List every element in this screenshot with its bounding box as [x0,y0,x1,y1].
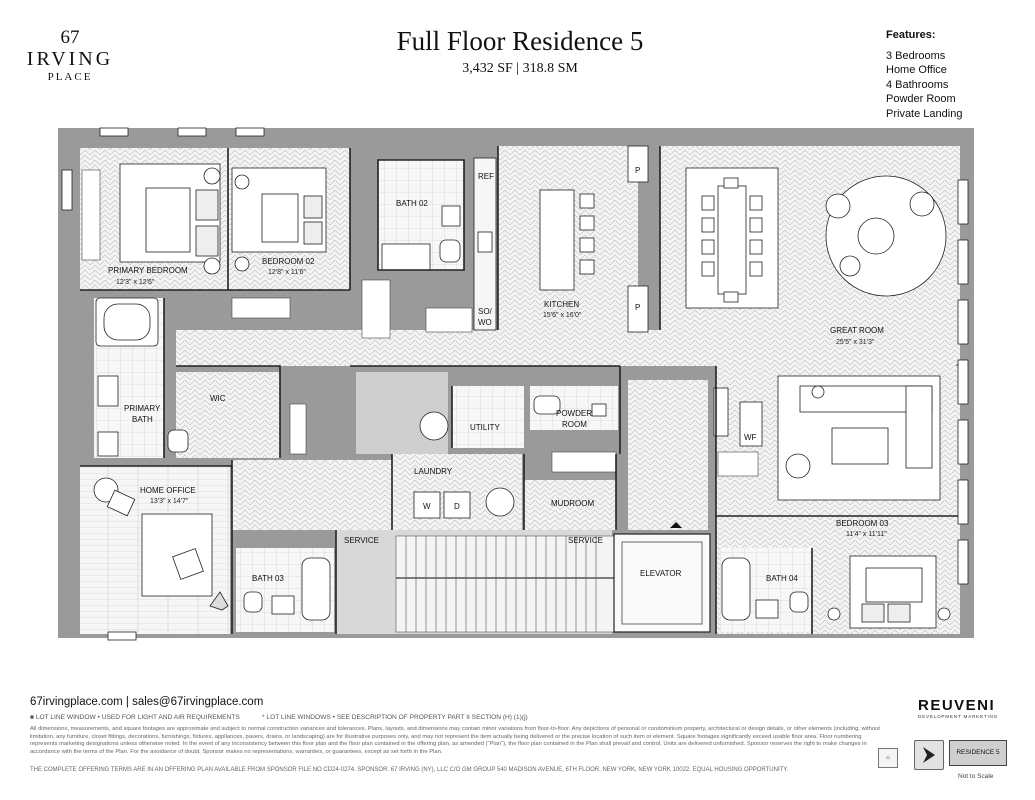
label-kitchen: KITCHEN [544,300,579,309]
agency-subtitle: DEVELOPMENT MARKETING [918,714,999,719]
lot-line-note-2: * LOT LINE WINDOWS • SEE DESCRIPTION OF … [262,714,528,721]
contact-line: 67irvingplace.com | sales@67irvingplace.… [30,696,264,708]
feature-item: Powder Room [886,93,956,105]
features-heading: Features: [886,29,936,41]
lounge-seating [825,175,947,297]
bedroom-03-bed [827,555,951,629]
utility-floor [452,386,524,448]
bath-fixtures [95,205,809,621]
label-kitchen-dims: 15'6" x 16'0" [543,312,582,319]
legal-disclaimer: All dimensions, measurements, and square… [30,726,880,755]
closet-shelving [81,169,759,477]
label-wf: WF [744,433,757,442]
label-home-office-dims: 13'3" x 14'7" [150,498,189,505]
kitchen-island [473,145,649,333]
label-wo: WO [478,318,492,327]
label-primary-bath-1: PRIMARY [124,404,161,413]
label-service-right: SERVICE [568,536,603,545]
not-to-scale-note: Not to Scale [958,773,994,780]
residence-key-badge: RESIDENCE 5 [949,740,1007,766]
wic-floor [176,372,280,458]
label-bath-03: BATH 03 [252,574,284,583]
label-pantry-top: P [635,166,640,175]
label-great-room: GREAT ROOM [830,326,884,335]
label-bedroom-03-dims: 11'4" x 11'11" [846,531,887,538]
label-dryer: D [454,502,460,511]
label-elevator: ELEVATOR [640,569,682,578]
feature-item: 3 Bedrooms [886,49,946,62]
label-home-office: HOME OFFICE [140,486,196,495]
plan-title-block: Full Floor Residence 5 3,432 SF | 318.8 … [360,26,680,79]
label-bedroom-02-dims: 12'8" x 11'6" [268,269,306,276]
window-mullions [61,127,969,641]
label-ref: REF [478,172,494,181]
north-arrow-glyph [923,747,935,763]
feature-item: Home Office [886,64,947,76]
label-service-left: SERVICE [344,536,379,545]
plan-title: Full Floor Residence 5 [396,26,644,56]
label-bath-04: BATH 04 [766,574,798,583]
label-primary-bath-2: BATH [132,415,153,424]
north-arrow-icon [914,740,944,770]
plan-subtitle: 3,432 SF | 318.8 SM [462,61,578,76]
label-powder-room-2: ROOM [562,420,587,429]
service-hall-floor [232,460,392,530]
laundry-appliances [413,387,763,519]
living-sofa [777,375,941,501]
label-wic: WIC [210,394,226,403]
office-desk [93,477,229,611]
label-primary-bedroom: PRIMARY BEDROOM [108,266,188,275]
dining-table [685,167,779,309]
vestibule-floor [628,380,708,530]
feature-item: Private Landing [886,107,963,120]
brand-name-line1: IRVING [26,48,114,70]
stair [395,535,615,633]
label-so: SO/ [478,307,493,316]
bedroom-02-bed [231,167,327,272]
offering-statement: THE COMPLETE OFFERING TERMS ARE IN AN OF… [30,767,789,773]
feature-item: 4 Bathrooms [886,78,949,91]
label-great-room-dims: 25'5" x 31'3" [836,339,875,346]
label-bedroom-02: BEDROOM 02 [262,257,315,266]
label-utility: UTILITY [470,423,500,432]
partition-walls [80,146,960,634]
elevator-shaft [613,522,711,633]
equal-housing-icon: ⌂ [878,748,898,768]
label-bedroom-03: BEDROOM 03 [836,519,889,528]
floor-plan: PRIMARY BEDROOM 12'3" x 12'6" BEDROOM 02… [58,127,974,641]
label-mudroom: MUDROOM [551,499,594,508]
label-washer: W [423,502,431,511]
brand-name-line2: PLACE [47,71,93,83]
features-list: Features: 3 Bedrooms Home Office 4 Bathr… [886,28,1026,121]
brand-number: 67 [60,27,80,48]
lot-line-note: ■ LOT LINE WINDOW • USED FOR LIGHT AND A… [30,714,240,721]
agency-logo: REUVENI [918,697,996,714]
label-pantry-bottom: P [635,303,640,312]
brand-logo: 67 IRVING PLACE [14,28,126,84]
label-powder-room-1: POWDER [556,409,592,418]
mudroom-floor [524,480,616,530]
label-bath-02: BATH 02 [396,199,428,208]
primary-bed [119,163,221,275]
gallery-hall-floor [176,330,956,366]
label-laundry: LAUNDRY [414,467,453,476]
label-primary-bedroom-dims: 12'3" x 12'6" [116,279,155,286]
